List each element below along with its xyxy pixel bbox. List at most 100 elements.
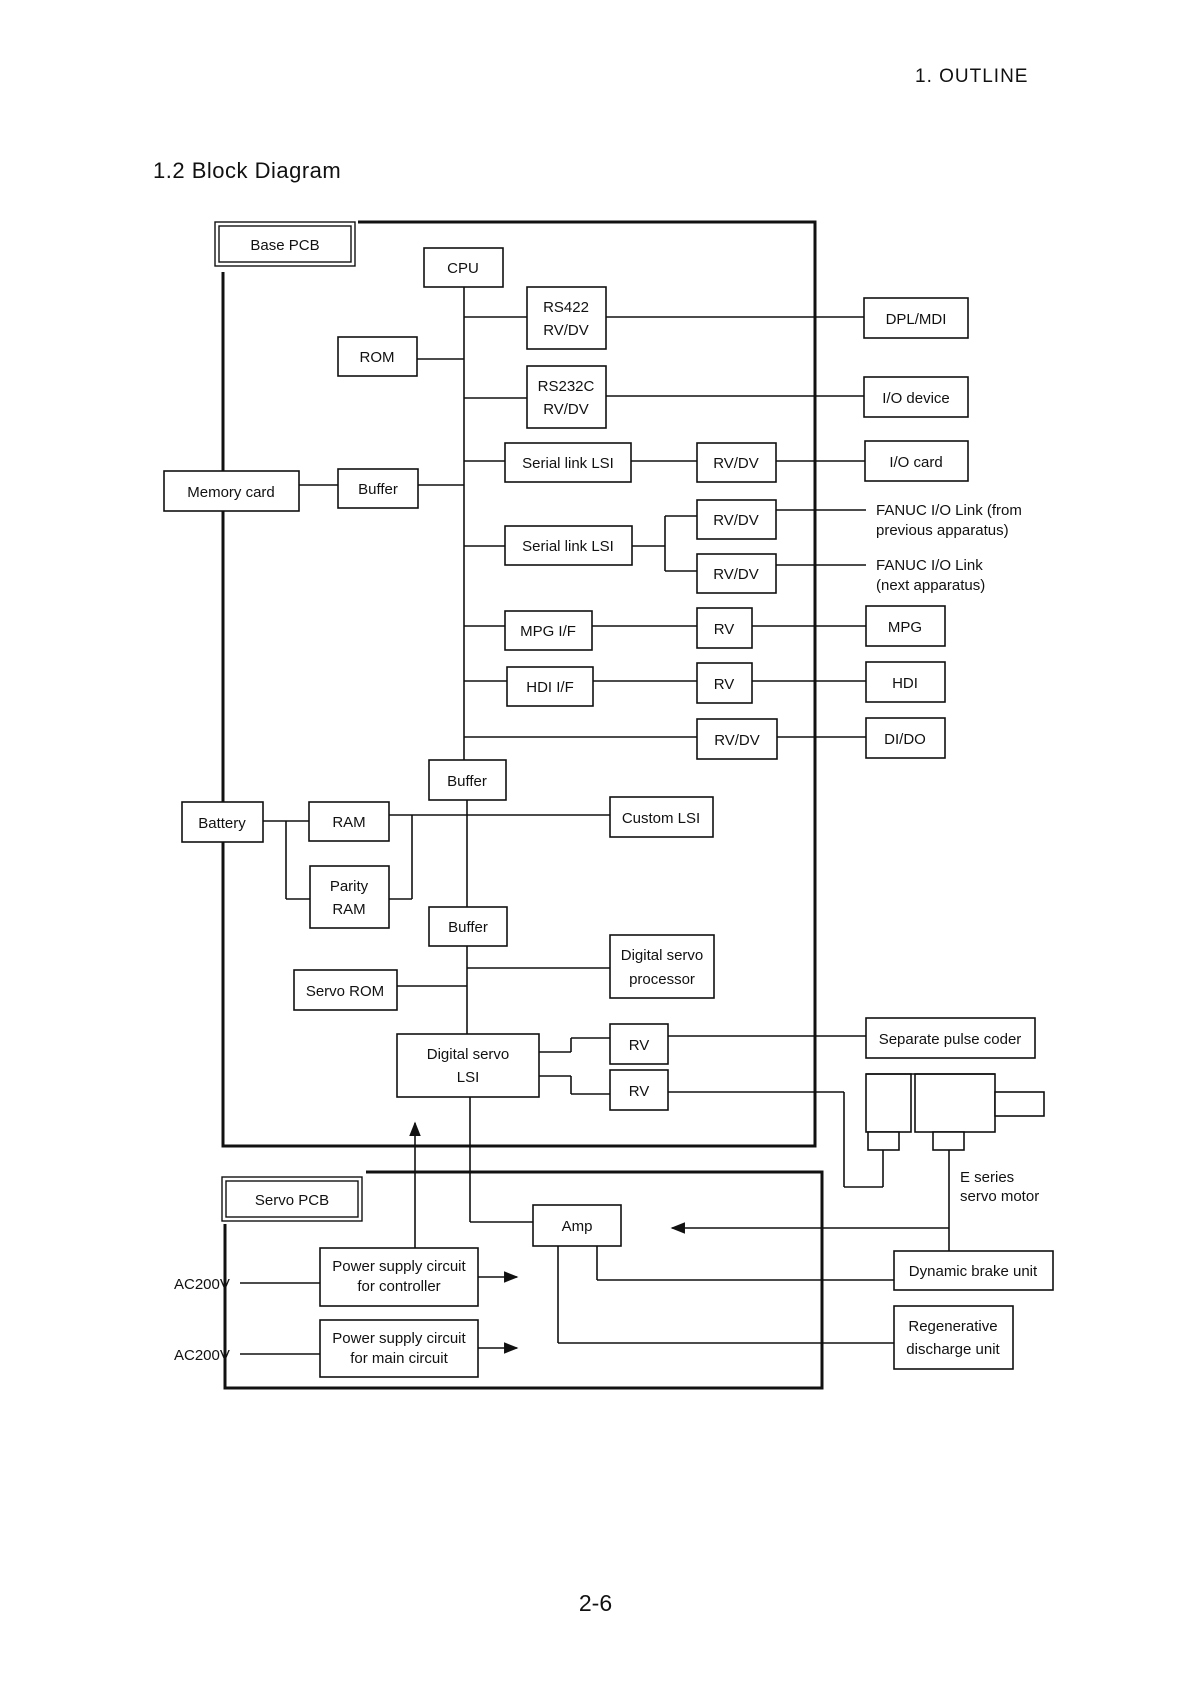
svg-text:RS232C: RS232C [538, 378, 595, 395]
psu-controller-block: Power supply circuit for controller [319, 1247, 479, 1307]
svg-text:Separate pulse coder: Separate pulse coder [879, 1031, 1022, 1048]
svg-text:discharge unit: discharge unit [906, 1341, 1000, 1358]
svg-text:RV/DV: RV/DV [543, 401, 589, 418]
svg-text:RV/DV: RV/DV [713, 455, 759, 472]
svg-text:processor: processor [629, 971, 695, 988]
digital-servo-lsi-block: Digital servo LSI [396, 1033, 540, 1098]
svg-text:CPU: CPU [447, 260, 479, 277]
svg-text:(next apparatus): (next apparatus) [876, 577, 985, 594]
svg-text:Buffer: Buffer [448, 919, 488, 936]
svg-text:I/O device: I/O device [882, 390, 950, 407]
fanuc-io-link-next-label: FANUC I/O Link (next apparatus) [876, 557, 985, 594]
mpg-block: MPG [865, 605, 946, 647]
regenerative-discharge-block: Regenerative discharge unit [893, 1305, 1014, 1370]
base-pcb-label: Base PCB [214, 221, 356, 267]
separate-pulse-coder-block: Separate pulse coder [865, 1017, 1036, 1059]
svg-text:Memory card: Memory card [187, 484, 275, 501]
svg-text:HDI I/F: HDI I/F [526, 679, 574, 696]
svg-text:Custom LSI: Custom LSI [622, 810, 700, 827]
svg-text:RAM: RAM [332, 901, 365, 918]
digital-servo-processor-block: Digital servo processor [609, 934, 715, 999]
svg-text:for main circuit: for main circuit [350, 1350, 448, 1367]
ram-block: RAM [308, 801, 390, 842]
svg-text:Buffer: Buffer [358, 481, 398, 498]
svg-text:Digital servo: Digital servo [427, 1046, 510, 1063]
svg-text:DI/DO: DI/DO [884, 731, 926, 748]
rs232c-block: RS232C RV/DV [526, 365, 607, 429]
servo-rom-block: Servo ROM [293, 969, 398, 1011]
svg-text:Digital servo: Digital servo [621, 947, 704, 964]
dpl-mdi-block: DPL/MDI [863, 297, 969, 339]
rvdv-block-3: RV/DV [696, 553, 777, 594]
dido-block: DI/DO [865, 717, 946, 759]
cpu-block: CPU [423, 247, 504, 288]
parity-ram-block: Parity RAM [309, 865, 390, 929]
battery-block: Battery [181, 801, 264, 843]
svg-text:Base PCB: Base PCB [250, 237, 319, 254]
rv-hdi-block: RV [696, 662, 753, 704]
svg-text:E series: E series [960, 1169, 1014, 1186]
svg-text:RV/DV: RV/DV [713, 512, 759, 529]
ac200v-label-2: AC200V [174, 1347, 230, 1364]
rvdv-block-2: RV/DV [696, 499, 777, 540]
buffer-block-3: Buffer [428, 906, 508, 947]
servo-pcb-border [223, 1170, 824, 1390]
io-device-block: I/O device [863, 376, 969, 418]
svg-text:Dynamic brake unit: Dynamic brake unit [909, 1263, 1038, 1280]
connection-lines [240, 287, 950, 1355]
svg-text:Serial link LSI: Serial link LSI [522, 455, 614, 472]
svg-text:Regenerative: Regenerative [908, 1318, 997, 1335]
svg-text:I/O card: I/O card [889, 454, 942, 471]
svg-text:Servo PCB: Servo PCB [255, 1192, 329, 1209]
rv-servo-block-1: RV [609, 1023, 669, 1065]
hdi-block: HDI [865, 661, 946, 703]
svg-text:Power supply circuit: Power supply circuit [332, 1330, 466, 1347]
svg-text:DPL/MDI: DPL/MDI [886, 311, 947, 328]
rom-block: ROM [337, 336, 418, 377]
servo-motor-label: E series servo motor [960, 1169, 1039, 1205]
svg-text:RV/DV: RV/DV [543, 322, 589, 339]
svg-text:Amp: Amp [562, 1218, 593, 1235]
amp-block: Amp [532, 1204, 622, 1247]
buffer-block-2: Buffer [428, 759, 507, 801]
svg-text:Serial link LSI: Serial link LSI [522, 538, 614, 555]
svg-text:RV: RV [629, 1083, 650, 1100]
svg-text:RV: RV [714, 676, 735, 693]
rv-mpg-block: RV [696, 607, 753, 649]
svg-text:RAM: RAM [332, 814, 365, 831]
svg-text:FANUC I/O Link (from: FANUC I/O Link (from [876, 502, 1022, 519]
svg-text:RV/DV: RV/DV [713, 566, 759, 583]
dynamic-brake-block: Dynamic brake unit [893, 1250, 1054, 1291]
base-pcb-border [221, 220, 817, 1148]
svg-text:servo motor: servo motor [960, 1188, 1039, 1205]
buffer-memory-block: Buffer [337, 468, 419, 509]
svg-text:Parity: Parity [330, 878, 369, 895]
hdi-if-block: HDI I/F [506, 666, 594, 707]
servo-pcb-label: Servo PCB [221, 1176, 363, 1222]
mpg-if-block: MPG I/F [504, 610, 593, 651]
fanuc-io-link-prev-label: FANUC I/O Link (from previous apparatus) [876, 502, 1022, 539]
svg-text:Power supply circuit: Power supply circuit [332, 1258, 466, 1275]
rvdv-block-4: RV/DV [696, 718, 778, 760]
memory-card-block: Memory card [163, 470, 300, 512]
svg-text:RV: RV [714, 621, 735, 638]
svg-text:MPG: MPG [888, 619, 922, 636]
svg-text:Buffer: Buffer [447, 773, 487, 790]
svg-text:FANUC I/O Link: FANUC I/O Link [876, 557, 983, 574]
serial-link-lsi-2: Serial link LSI [504, 525, 633, 566]
psu-main-block: Power supply circuit for main circuit [319, 1319, 479, 1378]
io-card-block: I/O card [864, 440, 969, 482]
svg-text:Servo ROM: Servo ROM [306, 983, 384, 1000]
svg-text:HDI: HDI [892, 675, 918, 692]
chapter-header: 1. OUTLINE [915, 66, 1029, 87]
serial-link-lsi-1: Serial link LSI [504, 442, 632, 483]
custom-lsi-block: Custom LSI [609, 796, 714, 838]
page-number: 2-6 [578, 1590, 613, 1616]
svg-text:Battery: Battery [198, 815, 246, 832]
section-title: 1.2 Block Diagram [153, 158, 342, 183]
svg-text:LSI: LSI [457, 1069, 480, 1086]
svg-text:ROM: ROM [360, 349, 395, 366]
rvdv-block-1: RV/DV [696, 442, 777, 483]
rs422-block: RS422 RV/DV [526, 286, 607, 350]
